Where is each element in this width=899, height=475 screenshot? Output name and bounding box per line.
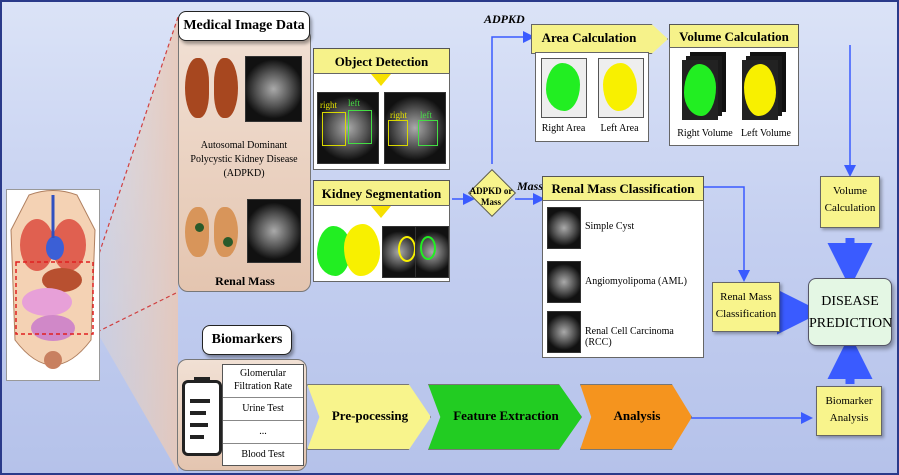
renal-mass-note: Renal Mass Classification: [712, 282, 780, 332]
adpkd-caption: Autosomal Dominant Polycystic Kidney Dis…: [190, 140, 298, 179]
simple-cyst-scan: [547, 207, 581, 249]
renal-mass-kidney-image: [183, 201, 241, 263]
volume-title: Volume Calculation: [669, 24, 799, 49]
adpkd-path-label: ADPKD: [484, 12, 525, 26]
mass-path-label: Mass: [517, 179, 544, 193]
classification-title: Renal Mass Classification: [542, 176, 704, 202]
aml-scan: [547, 261, 581, 303]
feature-label: Feature Extraction: [453, 408, 559, 423]
left-volume-label: Left Volume: [741, 128, 791, 139]
renal-mass-caption: Renal Mass: [215, 274, 275, 288]
preprocessing-step: [307, 384, 431, 450]
left-area-image: [598, 58, 644, 118]
down-arrow-icon: [371, 74, 391, 86]
biomarker-list: Glomerular Filtration Rate Urine Test ..…: [222, 364, 304, 466]
kidney-segmentation-panel: [313, 205, 450, 282]
right-area-image: [541, 58, 587, 118]
right-volume-image: [678, 52, 730, 124]
biomarkers-title: Biomarkers: [202, 325, 292, 355]
object-detection-title: Object Detection: [313, 48, 450, 75]
clipboard-icon: [182, 377, 222, 456]
classification-panel: Simple Cyst Angiomyolipoma (AML) Renal C…: [542, 200, 704, 358]
feature-step: [428, 384, 582, 450]
biomarker-row: Urine Test: [223, 398, 303, 421]
arrow-renal-note: [702, 186, 750, 282]
area-panel: Right Area Left Area: [535, 52, 649, 142]
analysis-step: [580, 384, 692, 450]
anatomy-image: [6, 189, 100, 381]
zoom-fan: [97, 17, 178, 472]
area-title: Area Calculation: [541, 30, 637, 45]
biomarker-row: Blood Test: [241, 449, 285, 460]
biomarker-row: Glomerular Filtration Rate: [223, 365, 303, 398]
classification-item-2: Angiomyolipoma (AML): [585, 276, 687, 287]
arrow-adpkd-path: [491, 31, 535, 164]
right-volume-label: Right Volume: [677, 128, 733, 139]
adpkd-kidney-image: [183, 54, 241, 128]
volume-panel: Right Volume Left Volume: [669, 47, 799, 146]
analysis-label: Analysis: [613, 408, 661, 423]
medical-image-title: Medical Image Data: [178, 11, 310, 41]
detection-label-left: left: [348, 98, 360, 108]
renal-mass-ct-scan: [247, 199, 301, 263]
biomarker-note: Biomarker Analysis: [816, 386, 882, 436]
volume-note: Volume Calculation: [820, 176, 880, 228]
torso-illustration: [10, 190, 96, 369]
zoom-line-bottom: [96, 291, 179, 333]
decision-label: ADPKD or Mass: [469, 186, 513, 207]
zoom-line-top: [96, 16, 179, 261]
object-detection-panel: right left right left: [313, 73, 450, 170]
rcc-scan: [547, 311, 581, 353]
disease-prediction-box: DISEASE PREDICTION: [808, 278, 892, 346]
classification-item-3: Renal Cell Carcinoma (RCC): [585, 326, 674, 348]
preprocessing-label: Pre-pocessing: [331, 408, 409, 423]
biomarkers-panel: Glomerular Filtration Rate Urine Test ..…: [177, 359, 307, 471]
segmentation-yellow-kidney: [344, 224, 380, 276]
adpkd-ct-scan: [245, 56, 302, 122]
classification-item-1: Simple Cyst: [585, 221, 635, 232]
left-area-label: Left Area: [600, 123, 639, 134]
biomarker-row: ...: [223, 421, 303, 444]
kidney-segmentation-title: Kidney Segmentation: [313, 180, 450, 207]
detection-label-right: right: [320, 100, 337, 110]
down-arrow-icon: [371, 206, 391, 218]
left-volume-image: [738, 52, 790, 124]
medical-image-panel: Autosomal Dominant Polycystic Kidney Dis…: [178, 28, 311, 292]
detection-scan-right: [384, 92, 446, 164]
right-area-label: Right Area: [541, 123, 586, 134]
